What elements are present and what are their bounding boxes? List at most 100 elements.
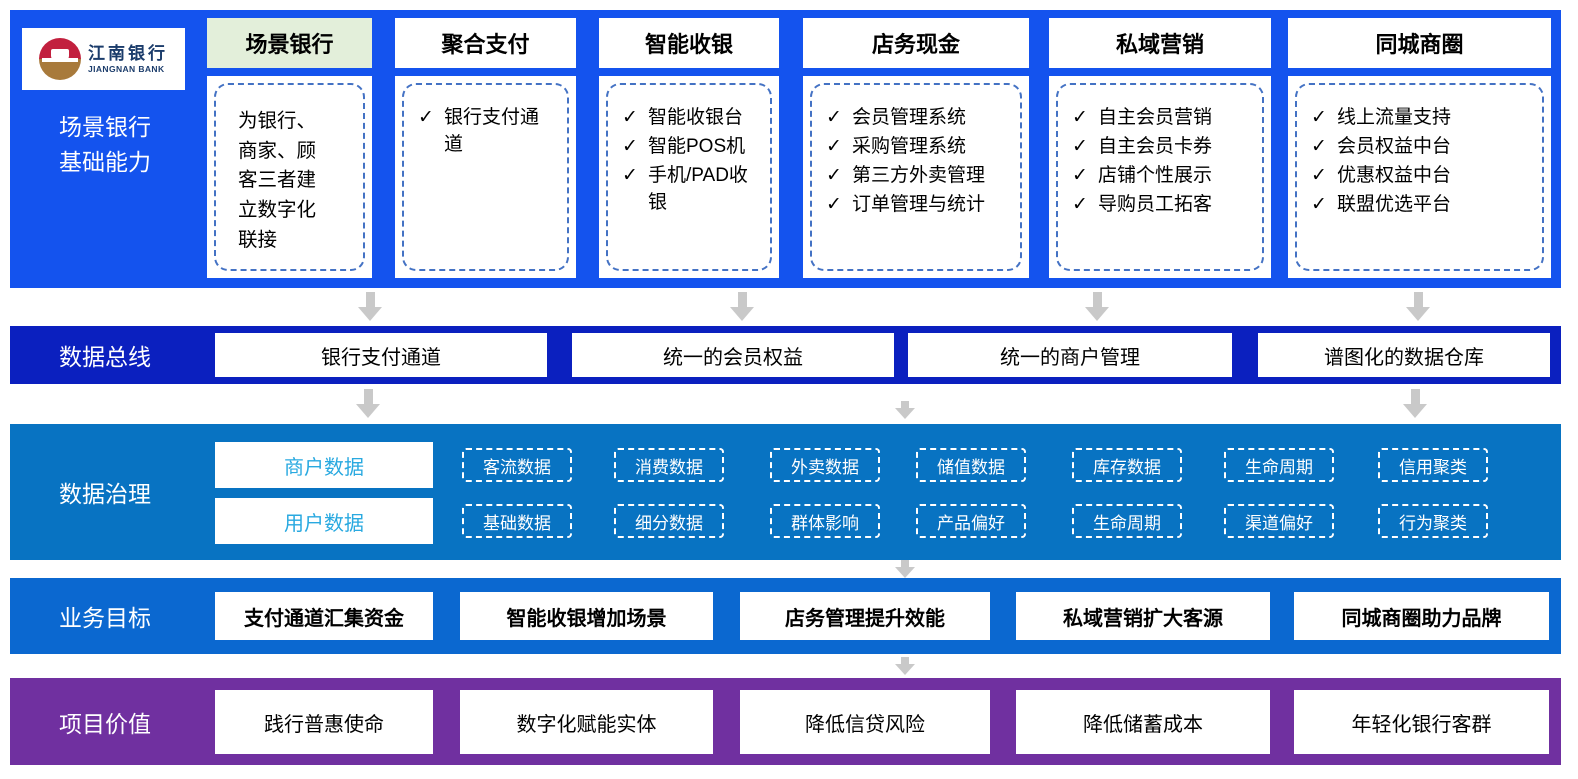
dashed-box: 为银行、商家、顾客三者建立数字化联接 bbox=[214, 83, 365, 271]
checklist-item: ✓ 智能收银台 bbox=[622, 105, 760, 132]
checklist-item-label: 订单管理与统计 bbox=[852, 193, 986, 215]
capability-row-label: 场景银行 基础能力 bbox=[25, 110, 185, 179]
data-tag: 基础数据 bbox=[462, 504, 572, 538]
check-icon: ✓ bbox=[1311, 193, 1327, 215]
bank-logo-icon bbox=[39, 38, 81, 80]
tab-city-business-circle[interactable]: 同城商圈 bbox=[1288, 18, 1551, 68]
checklist-item-label: 手机/PAD收银 bbox=[648, 164, 748, 213]
dashed-box: ✓ 智能收银台 ✓智能POS机 ✓ 手机/PAD收银 bbox=[606, 83, 772, 271]
goal-box: 店务管理提升效能 bbox=[740, 592, 990, 640]
checklist-item: ✓智能POS机 bbox=[622, 134, 760, 161]
check-icon: ✓ bbox=[622, 164, 638, 186]
data-governance-band: 数据治理 商户数据 客流数据 消费数据 外卖数据 储值数据 库存数据 生命周期 … bbox=[10, 424, 1561, 560]
value-box: 年轻化银行客群 bbox=[1294, 690, 1549, 754]
data-tag: 客流数据 bbox=[462, 448, 572, 482]
business-goals-label: 业务目标 bbox=[59, 605, 151, 631]
checklist-item: ✓ 联盟优选平台 bbox=[1311, 192, 1532, 219]
checklist-item-label: 自主会员营销 bbox=[1098, 107, 1213, 128]
data-tag: 渠道偏好 bbox=[1224, 504, 1334, 538]
bus-box: 统一的会员权益 bbox=[572, 333, 894, 377]
down-arrow-icon bbox=[1085, 292, 1109, 321]
bank-logo: 江南银行 JIANGNAN BANK bbox=[22, 28, 185, 90]
checklist-item-label: 智能收银台 bbox=[648, 107, 744, 128]
project-values-label: 项目价值 bbox=[59, 710, 151, 737]
check-icon: ✓ bbox=[1072, 107, 1088, 128]
check-icon: ✓ bbox=[622, 107, 638, 128]
checklist-item-label: 自主会员卡券 bbox=[1098, 135, 1213, 157]
tab-store-cash[interactable]: 店务现金 bbox=[803, 18, 1029, 68]
column-description: 为银行、商家、顾客三者建立数字化联接 bbox=[238, 110, 317, 251]
data-tag: 信用聚类 bbox=[1378, 448, 1488, 482]
bank-logo-text: 江南银行 JIANGNAN BANK bbox=[88, 44, 168, 74]
data-tag: 生命周期 bbox=[1224, 448, 1334, 482]
down-arrow-icon bbox=[895, 560, 915, 578]
check-icon: ✓ bbox=[1311, 164, 1327, 186]
down-arrow-icon bbox=[895, 401, 915, 419]
check-icon: ✓ bbox=[826, 193, 842, 215]
tab-aggregate-payment[interactable]: 聚合支付 bbox=[395, 18, 576, 68]
checklist-item: ✓店铺个性展示 bbox=[1072, 163, 1252, 190]
check-icon: ✓ bbox=[1072, 135, 1088, 157]
check-icon: ✓ bbox=[826, 164, 842, 186]
check-icon: ✓ bbox=[826, 107, 842, 128]
checklist-item: ✓会员权益中台 bbox=[1311, 134, 1532, 161]
checklist-item-label: 银行支付通道 bbox=[444, 107, 540, 155]
checklist-item: ✓ 手机/PAD收银 bbox=[622, 163, 760, 217]
bus-box: 统一的商户管理 bbox=[908, 333, 1232, 377]
tab-scene-banking[interactable]: 场景银行 bbox=[207, 18, 372, 68]
tab-private-domain-marketing[interactable]: 私域营销 bbox=[1049, 18, 1271, 68]
value-box: 践行普惠使命 bbox=[215, 690, 433, 754]
check-icon: ✓ bbox=[1311, 107, 1327, 128]
capability-row-label-line1: 场景银行 bbox=[59, 114, 151, 140]
goal-box: 智能收银增加场景 bbox=[460, 592, 713, 640]
checklist-item: ✓ 自主会员营销 bbox=[1072, 105, 1252, 132]
panel-smart-cashier: ✓ 智能收银台 ✓智能POS机 ✓ 手机/PAD收银 bbox=[599, 76, 779, 278]
data-bus-band: 数据总线 银行支付通道 统一的会员权益 统一的商户管理 谱图化的数据仓库 bbox=[10, 326, 1561, 384]
data-tag: 产品偏好 bbox=[916, 504, 1026, 538]
checklist-item-label: 采购管理系统 bbox=[852, 135, 967, 157]
data-tag: 外卖数据 bbox=[770, 448, 880, 482]
panel-city-business-circle: ✓线上流量支持 ✓会员权益中台 ✓优惠权益中台 ✓联盟优选平台 bbox=[1288, 76, 1551, 278]
category-box-user-data: 用户数据 bbox=[215, 498, 433, 544]
check-icon: ✓ bbox=[418, 107, 434, 128]
checklist-item-label: 联盟优选平台 bbox=[1337, 193, 1452, 215]
checklist-item-label: 第三方外卖管理 bbox=[852, 164, 986, 186]
checklist-item-label: 导购员工拓客 bbox=[1098, 193, 1213, 215]
dashed-box: ✓ 自主会员营销 ✓ 自主会员卡券 ✓店铺个性展示 ✓ 导购员工拓客 bbox=[1056, 83, 1264, 271]
checklist-item-label: 智能POS机 bbox=[648, 135, 746, 157]
check-icon: ✓ bbox=[1072, 193, 1088, 215]
capability-band: 江南银行 JIANGNAN BANK 场景银行 基础能力 场景银行 为银行、商家… bbox=[10, 10, 1561, 288]
goal-box: 私域营销扩大客源 bbox=[1016, 592, 1270, 640]
bank-name-cn: 江南银行 bbox=[88, 43, 168, 63]
category-box-merchant-data: 商户数据 bbox=[215, 442, 433, 488]
down-arrow-icon bbox=[358, 292, 382, 321]
checklist-item: ✓采购管理系统 bbox=[826, 134, 1010, 161]
tab-smart-cashier[interactable]: 智能收银 bbox=[599, 18, 779, 68]
down-arrow-icon bbox=[1406, 292, 1430, 321]
data-tag: 库存数据 bbox=[1072, 448, 1182, 482]
checklist: ✓ 自主会员营销 ✓ 自主会员卡券 ✓店铺个性展示 ✓ 导购员工拓客 bbox=[1070, 105, 1252, 219]
value-box: 降低信贷风险 bbox=[740, 690, 990, 754]
checklist-item-label: 优惠权益中台 bbox=[1337, 164, 1452, 186]
business-goals-band: 业务目标 支付通道汇集资金 智能收银增加场景 店务管理提升效能 私域营销扩大客源… bbox=[10, 578, 1561, 654]
down-arrow-icon bbox=[895, 657, 915, 675]
data-tag: 储值数据 bbox=[916, 448, 1026, 482]
down-arrow-icon bbox=[730, 292, 754, 321]
bus-box: 银行支付通道 bbox=[215, 333, 547, 377]
value-box: 降低储蓄成本 bbox=[1016, 690, 1270, 754]
checklist: ✓线上流量支持 ✓会员权益中台 ✓优惠权益中台 ✓联盟优选平台 bbox=[1309, 105, 1532, 219]
checklist-item: ✓ 第三方外卖管理 bbox=[826, 163, 1010, 190]
goal-box: 同城商圈助力品牌 bbox=[1294, 592, 1549, 640]
data-tag: 消费数据 bbox=[614, 448, 724, 482]
down-arrow-icon bbox=[1403, 389, 1427, 418]
checklist: ✓ 银行支付通道 bbox=[416, 105, 557, 159]
data-tag: 生命周期 bbox=[1072, 504, 1182, 538]
bus-box: 谱图化的数据仓库 bbox=[1258, 333, 1550, 377]
data-tag: 细分数据 bbox=[614, 504, 724, 538]
checklist-item-label: 店铺个性展示 bbox=[1098, 164, 1213, 186]
panel-scene-banking: 为银行、商家、顾客三者建立数字化联接 bbox=[207, 76, 372, 278]
data-governance-label: 数据治理 bbox=[59, 481, 151, 507]
checklist: ✓ 智能收银台 ✓智能POS机 ✓ 手机/PAD收银 bbox=[620, 105, 760, 217]
dashed-box: ✓会员管理系统 ✓采购管理系统 ✓第三方外卖管理 ✓订单管理与统计 bbox=[810, 83, 1022, 271]
checklist-item: ✓ 订单管理与统计 bbox=[826, 192, 1010, 219]
